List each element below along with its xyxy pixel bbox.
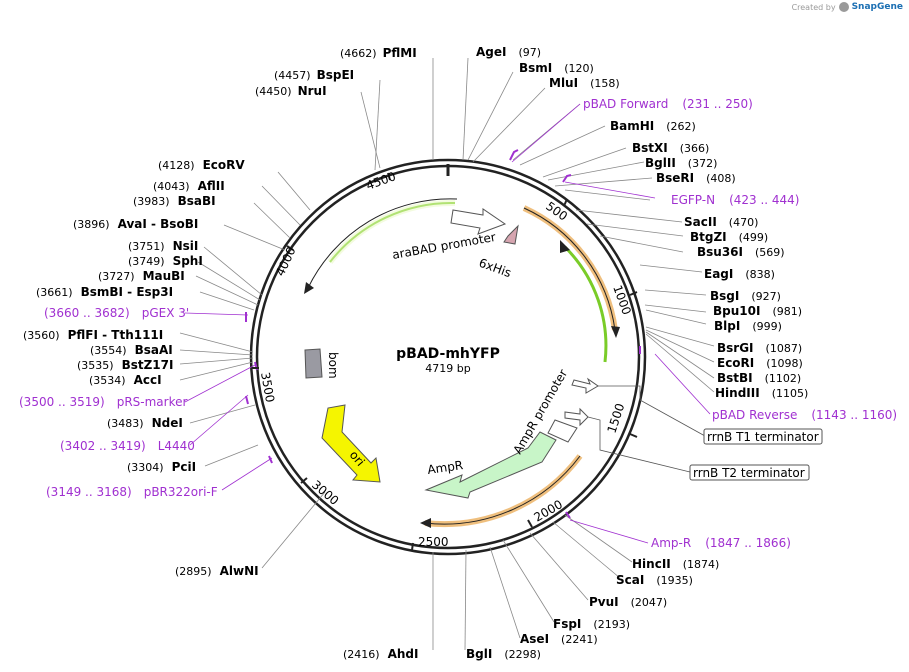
enzyme-bspei: (4457)BspEI [274, 68, 354, 82]
label-bom: bom [326, 352, 340, 379]
enzyme-ndei: (3483)NdeI [107, 416, 183, 430]
credit-brand: SnapGene [851, 2, 903, 12]
enzyme-nsii: (3751)NsiI [128, 239, 198, 253]
enzyme-sacii: SacII(470) [684, 215, 758, 229]
primer-pbad-forward: pBAD Forward(231 .. 250) [583, 97, 753, 111]
rrnb-t2-box: rrnB T2 terminator [587, 416, 810, 481]
enzyme-nrui: (4450)NruI [255, 84, 327, 98]
rrnb-t2-arrow [564, 407, 589, 427]
enzyme-bsmbi-esp3i: (3661)BsmBI - Esp3I [36, 285, 173, 299]
his-tag-box [503, 224, 519, 245]
orange-arc-bottom-arrowhead [420, 518, 431, 528]
tick-marks [252, 172, 638, 551]
enzyme-sphi: (3749)SphI [128, 254, 203, 268]
enzyme-bstxi: BstXI(366) [632, 141, 709, 155]
enzyme-mlui: MluI(158) [549, 76, 620, 90]
enzyme-agei: AgeI(97) [476, 45, 541, 59]
enzyme-acci: (3534)AccI [89, 373, 162, 387]
enzyme-blpi: BlpI(999) [714, 319, 782, 333]
ori-feature [321, 404, 381, 483]
green-arc-right [563, 245, 608, 363]
credit-prefix: Created by [791, 2, 836, 12]
tick-4500: 4500 [364, 169, 397, 193]
enzyme-ecorv: (4128)EcoRV [158, 158, 245, 172]
ampr-promoter-arrow [547, 419, 578, 443]
enzyme-bsrgi: BsrGI(1087) [717, 341, 802, 355]
enzyme-hincii: HincII(1874) [632, 557, 719, 571]
enzyme-pflfi-tth111i: (3560)PflFI - Tth111I [23, 328, 163, 342]
enzyme-aflii: (4043)AflII [153, 179, 225, 193]
enzyme-asei: AseI(2241) [520, 632, 598, 646]
primer-prs-marker: (3500 .. 3519)pRS-marker [19, 395, 187, 409]
label-ampr: AmpR [426, 458, 463, 477]
enzyme-bsgi: BsgI(927) [710, 289, 781, 303]
ampr-cds [424, 431, 557, 499]
snapgene-credit: Created by SnapGene [792, 2, 903, 12]
enzyme-bamhi: BamHI(262) [610, 119, 696, 133]
enzyme-bsaai: (3554)BsaAI [90, 343, 173, 357]
bom-feature [304, 348, 323, 379]
enzyme-bsmi: BsmI(120) [519, 61, 594, 75]
rrnb-t2-label: rrnB T2 terminator [693, 466, 805, 480]
inner-features [304, 198, 620, 528]
green-arc-arrowhead [304, 282, 314, 294]
enzyme-bsu36i: Bsu36I(569) [697, 245, 785, 259]
enzyme-pcii: (3304)PciI [127, 460, 196, 474]
primer-pbr322ori-f: (3149 .. 3168)pBR322ori-F [46, 485, 218, 499]
primer-pgex-3: (3660 .. 3682)pGEX 3' [44, 306, 189, 320]
enzyme-avai-bsobi: (3896)AvaI - BsoBI [73, 217, 198, 231]
plasmid-length: 4719 bp [425, 362, 470, 375]
orange-arc-arrowhead [611, 326, 620, 338]
enzyme-bseri: BseRI(408) [656, 171, 736, 185]
enzyme-pflmi: (4662)PflMI [340, 46, 417, 60]
enzyme-maubi: (3727)MauBI [98, 269, 185, 283]
enzyme-labels: (4662)PflMI AgeI(97) BsmI(120) MluI(158)… [23, 45, 808, 661]
primer-leaders [184, 103, 711, 544]
enzyme-btgzi: BtgZI(499) [690, 230, 768, 244]
enzyme-bglii: BglII(372) [645, 156, 717, 170]
leader-lines [179, 57, 715, 651]
enzyme-bpu10i: Bpu10I(981) [713, 304, 802, 318]
enzyme-scai: ScaI(1935) [616, 573, 693, 587]
rrnb-t1-box: rrnB T1 terminator [598, 385, 823, 445]
primer-labels: pBAD Forward(231 .. 250) EGFP-N(423 .. 4… [19, 97, 897, 550]
rrnb-t1-label: rrnB T1 terminator [707, 430, 819, 444]
enzyme-bsabi: (3983)BsaBI [133, 194, 216, 208]
arabad-promoter-arrow [450, 208, 507, 235]
plasmid-name: pBAD-mhYFP [396, 346, 500, 362]
tick-3500: 3500 [258, 371, 277, 404]
primer-egfp-n: EGFP-N(423 .. 444) [671, 193, 800, 207]
primer-marks [245, 149, 641, 519]
enzyme-ahdi: (2416)AhdI [343, 647, 418, 661]
primer-amp-r: Amp-R(1847 .. 1866) [651, 536, 791, 550]
backbone [249, 158, 647, 556]
enzyme-alwni: (2895)AlwNI [175, 564, 259, 578]
enzyme-eagi: EagI(838) [704, 267, 775, 281]
rrnb-t1-arrow [571, 377, 599, 394]
enzyme-bgli: BglI(2298) [466, 647, 541, 661]
primer-l4440: (3402 .. 3419)L4440 [60, 439, 195, 453]
snapgene-logo-icon [838, 2, 849, 12]
enzyme-pvui: PvuI(2047) [589, 595, 667, 609]
enzyme-bstz17i: (3535)BstZ17I [77, 358, 173, 372]
tick-2500: 2500 [418, 535, 449, 549]
green-arc-right-arrowhead [560, 240, 570, 253]
label-6xhis: 6xHis [477, 256, 513, 281]
enzyme-fspi: FspI(2193) [553, 617, 630, 631]
primer-pbad-reverse: pBAD Reverse(1143 .. 1160) [712, 408, 897, 422]
enzyme-ecori: EcoRI(1098) [717, 356, 803, 370]
enzyme-hindiii: HindIII(1105) [715, 386, 808, 400]
enzyme-bstbi: BstBI(1102) [717, 371, 801, 385]
